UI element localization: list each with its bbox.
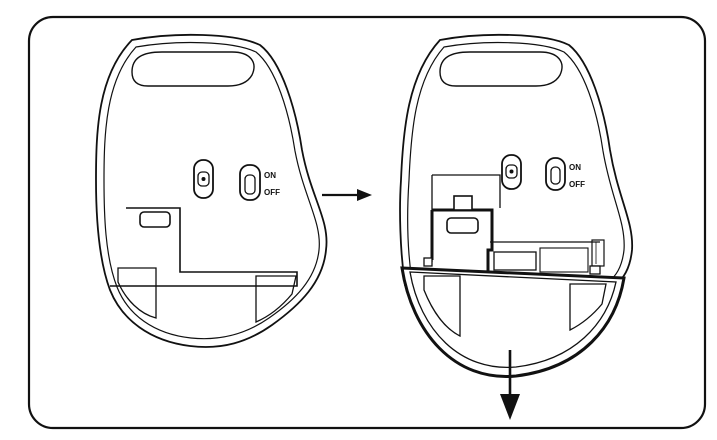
switch-off-label: OFF bbox=[264, 188, 280, 197]
cover-latch bbox=[423, 195, 601, 275]
cover-tab bbox=[139, 211, 171, 228]
sensor-icon bbox=[193, 159, 214, 199]
mouse-bottom-closed: ON OFF bbox=[95, 33, 328, 348]
top-window bbox=[131, 51, 255, 87]
arrow-right-icon bbox=[322, 189, 372, 201]
mouse-foot-left bbox=[117, 267, 157, 319]
battery-compartment bbox=[431, 174, 605, 273]
arrow-down-icon bbox=[500, 350, 520, 420]
power-switch bbox=[545, 157, 566, 191]
outer-frame bbox=[27, 15, 707, 430]
mouse-foot-right bbox=[255, 275, 297, 323]
switch-on-label: ON bbox=[264, 171, 276, 180]
switch-off-label: OFF bbox=[569, 180, 585, 189]
mouse-bottom-open: ON OFF bbox=[399, 33, 634, 378]
mouse-foot-right bbox=[569, 283, 607, 332]
switch-on-label: ON bbox=[569, 163, 581, 172]
battery-cover-inner bbox=[409, 271, 617, 369]
battery-cover-outline bbox=[110, 207, 298, 287]
mouse-shell-inner-outline bbox=[103, 41, 320, 340]
mouse-shell-inner-outline bbox=[407, 41, 625, 282]
top-window bbox=[439, 51, 563, 87]
sensor-icon bbox=[501, 154, 522, 190]
mouse-foot-left bbox=[423, 275, 461, 338]
power-switch bbox=[239, 164, 261, 201]
